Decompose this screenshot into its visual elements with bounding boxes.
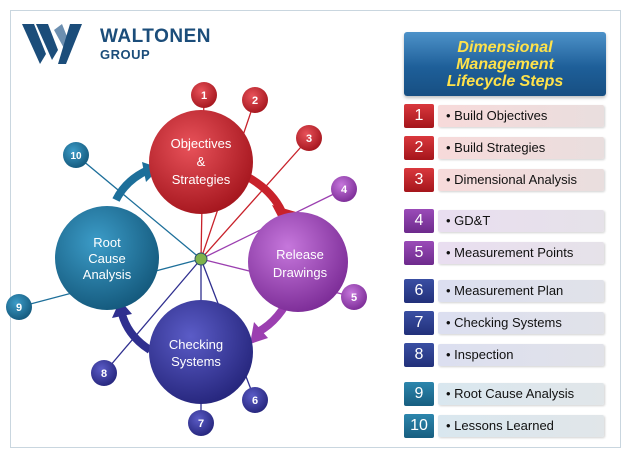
- step-number: 7: [404, 311, 434, 335]
- svg-text:3: 3: [306, 133, 312, 145]
- panel-title: Dimensional Management Lifecycle Steps: [404, 32, 606, 96]
- lifecycle-diagram: Objectives & Strategies Release Drawings…: [6, 82, 367, 436]
- step-5: 5• Measurement Points: [404, 241, 606, 265]
- phase-objectives-line3: Strategies: [172, 172, 231, 187]
- step-number: 3: [404, 168, 434, 192]
- phase-release-line2: Drawings: [273, 265, 328, 280]
- panel-title-line3: Lifecycle Steps: [446, 72, 564, 90]
- phase-release: Release Drawings: [248, 212, 348, 312]
- panel-title-line1: Dimensional: [457, 38, 553, 56]
- phase-root-cause-line1: Root: [93, 235, 121, 250]
- step-label: • Build Strategies: [438, 137, 604, 159]
- svg-text:2: 2: [252, 95, 258, 107]
- step-label: • Dimensional Analysis: [438, 169, 604, 191]
- step-number: 1: [404, 104, 434, 128]
- phase-root-cause-line3: Analysis: [83, 267, 132, 282]
- node-4: 4: [331, 176, 357, 202]
- phase-release-line1: Release: [276, 247, 324, 262]
- arrow-teal-to-red: [112, 166, 150, 202]
- step-8: 8• Inspection: [404, 343, 606, 367]
- phase-checking-line1: Checking: [169, 337, 223, 352]
- step-label: • Measurement Points: [438, 242, 604, 264]
- step-label: • Checking Systems: [438, 312, 604, 334]
- logo-sub: GROUP: [100, 47, 151, 62]
- phase-objectives: Objectives & Strategies: [149, 110, 253, 214]
- node-3: 3: [296, 125, 322, 151]
- node-2: 2: [242, 87, 268, 113]
- node-6: 6: [242, 387, 268, 413]
- phase-objectives-line1: Objectives: [171, 136, 232, 151]
- step-number: 2: [404, 136, 434, 160]
- step-9: 9• Root Cause Analysis: [404, 382, 606, 406]
- phase-objectives-line2: &: [197, 154, 206, 169]
- step-label: • Measurement Plan: [438, 280, 604, 302]
- phase-root-cause-line2: Cause: [88, 251, 126, 266]
- logo-name: WALTONEN: [100, 26, 211, 47]
- frame-border: [10, 10, 621, 448]
- node-9: 9: [6, 294, 32, 320]
- step-label: • Root Cause Analysis: [438, 383, 604, 405]
- svg-text:8: 8: [101, 368, 107, 380]
- lifecycle-steps-panel: Dimensional Management Lifecycle Steps 1…: [404, 32, 606, 438]
- svg-text:10: 10: [70, 151, 82, 162]
- step-label: • GD&T: [438, 210, 604, 232]
- step-10: 10• Lessons Learned: [404, 414, 606, 438]
- step-label: • Build Objectives: [438, 105, 604, 127]
- node-8: 8: [91, 360, 117, 386]
- step-2: 2• Build Strategies: [404, 136, 606, 160]
- svg-text:5: 5: [351, 292, 357, 304]
- phase-checking-line2: Systems: [171, 354, 221, 369]
- svg-text:7: 7: [198, 418, 204, 430]
- node-10: 10: [63, 142, 89, 168]
- step-number: 9: [404, 382, 434, 406]
- step-number: 4: [404, 209, 434, 233]
- step-number: 5: [404, 241, 434, 265]
- node-7: 7: [188, 410, 214, 436]
- step-number: 8: [404, 343, 434, 367]
- arrow-navy-to-teal: [118, 312, 153, 354]
- phase-root-cause: Root Cause Analysis: [55, 206, 159, 310]
- panel-title-line2: Management: [456, 55, 554, 73]
- phase-checking: Checking Systems: [149, 300, 253, 404]
- svg-text:1: 1: [201, 90, 207, 102]
- step-3: 3• Dimensional Analysis: [404, 168, 606, 192]
- step-6: 6• Measurement Plan: [404, 279, 606, 303]
- node-1: 1: [191, 82, 217, 108]
- waltonen-logo: WALTONEN GROUP: [22, 20, 210, 70]
- svg-text:9: 9: [16, 302, 22, 314]
- logo-mark-icon: [22, 24, 82, 64]
- hub-icon: [194, 252, 208, 266]
- step-label: • Lessons Learned: [438, 415, 604, 437]
- step-number: 6: [404, 279, 434, 303]
- svg-text:4: 4: [341, 184, 348, 196]
- svg-text:6: 6: [252, 395, 258, 407]
- step-4: 4• GD&T: [404, 209, 606, 233]
- step-label: • Inspection: [438, 344, 604, 366]
- step-number: 10: [404, 414, 434, 438]
- step-7: 7• Checking Systems: [404, 311, 606, 335]
- node-5: 5: [341, 284, 367, 310]
- step-1: 1• Build Objectives: [404, 104, 606, 128]
